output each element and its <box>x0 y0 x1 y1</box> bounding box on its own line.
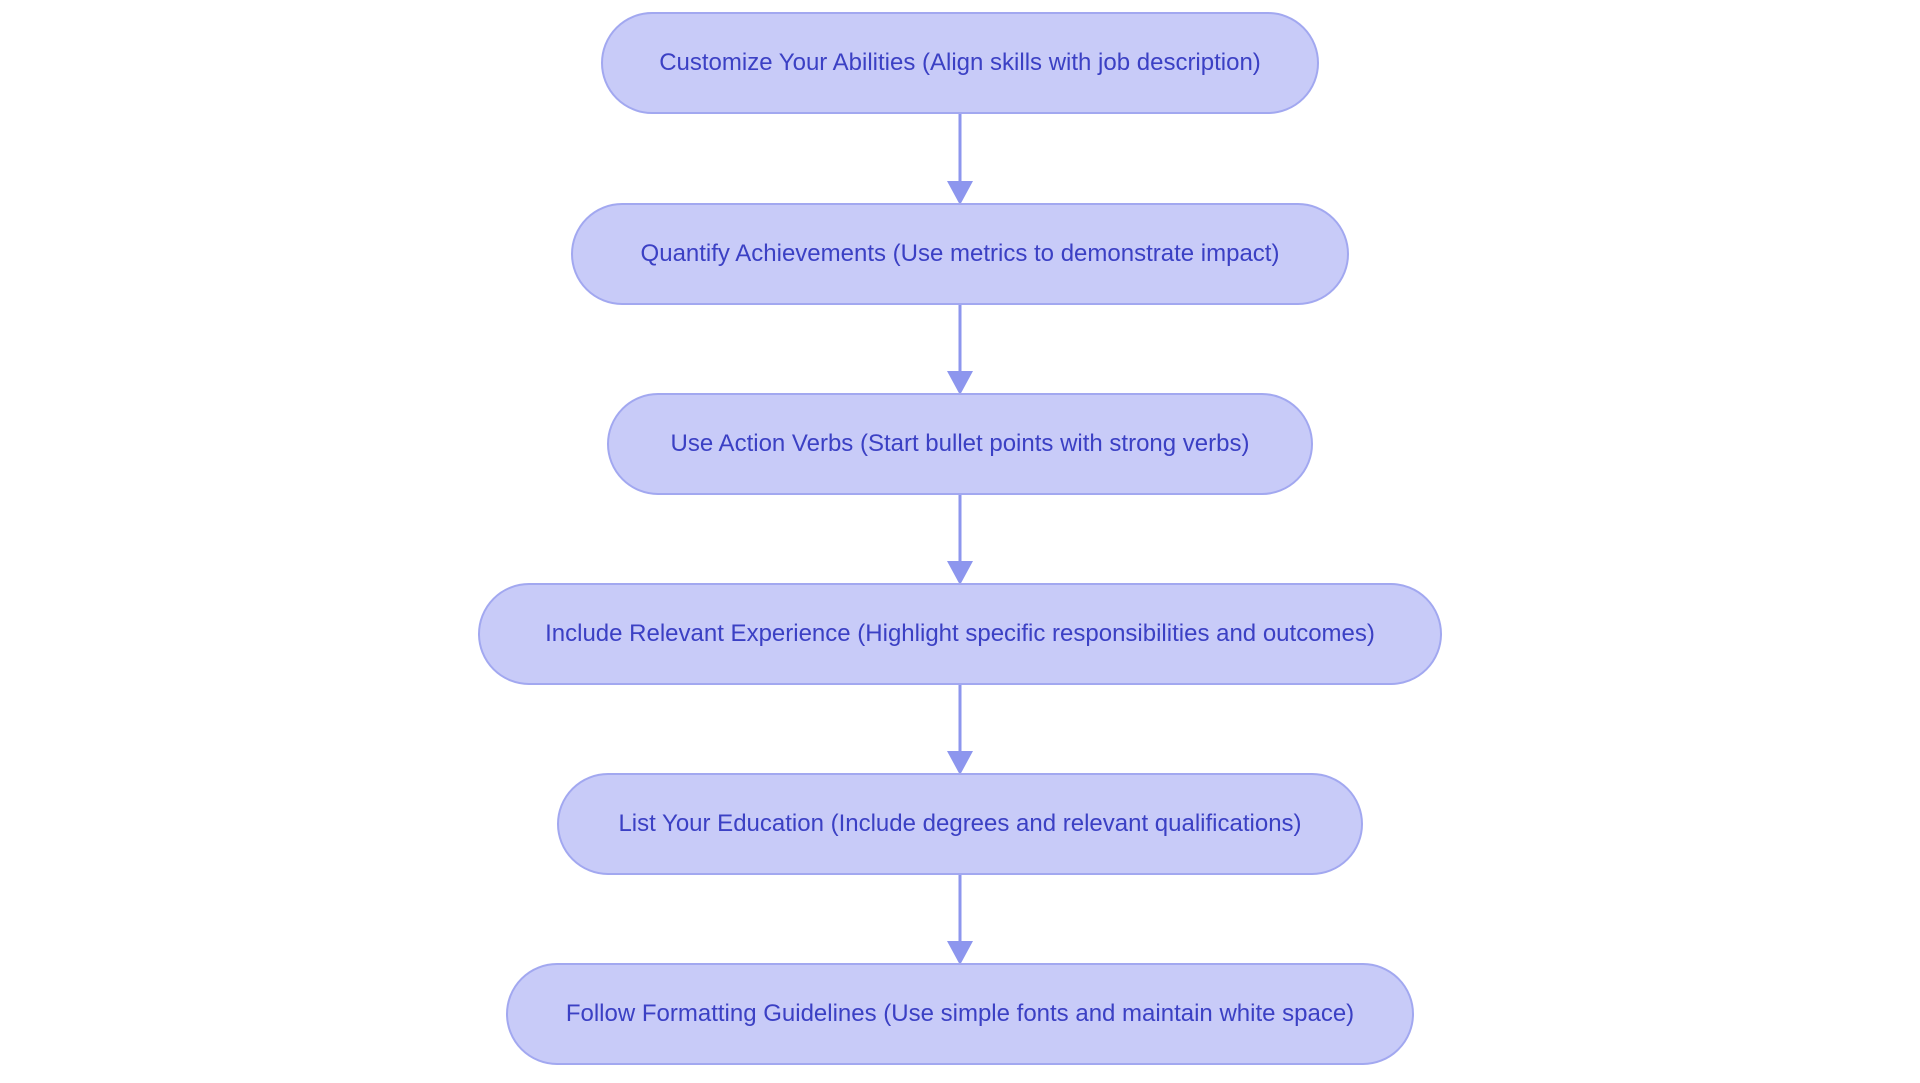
arrow-down-icon <box>947 561 973 585</box>
arrow-down-icon <box>947 181 973 205</box>
arrow-down-icon <box>947 371 973 395</box>
flow-node-label: Customize Your Abilities (Align skills w… <box>659 49 1261 76</box>
flow-node-list-your-education: List Your Education (Include degrees and… <box>557 773 1363 875</box>
flow-node-label: Include Relevant Experience (Highlight s… <box>545 620 1375 647</box>
flow-node-label: Quantify Achievements (Use metrics to de… <box>640 240 1280 267</box>
flow-arrow-5 <box>947 875 973 965</box>
flow-arrow-1 <box>947 114 973 205</box>
flow-node-customize-abilities: Customize Your Abilities (Align skills w… <box>601 12 1319 114</box>
flow-arrow-2 <box>947 305 973 395</box>
arrow-shaft <box>958 114 962 185</box>
arrow-shaft <box>958 305 962 375</box>
flow-node-quantify-achievements: Quantify Achievements (Use metrics to de… <box>571 203 1349 305</box>
arrow-down-icon <box>947 941 973 965</box>
flow-node-use-action-verbs: Use Action Verbs (Start bullet points wi… <box>607 393 1313 495</box>
flow-arrow-3 <box>947 495 973 585</box>
flow-node-label: Follow Formatting Guidelines (Use simple… <box>565 1000 1355 1027</box>
flow-arrow-4 <box>947 685 973 775</box>
arrow-shaft <box>958 495 962 565</box>
arrow-shaft <box>958 875 962 945</box>
flow-node-include-relevant-experience: Include Relevant Experience (Highlight s… <box>478 583 1442 685</box>
flow-node-label: List Your Education (Include degrees and… <box>618 810 1302 837</box>
arrow-shaft <box>958 685 962 755</box>
flow-node-label: Use Action Verbs (Start bullet points wi… <box>670 430 1250 457</box>
flow-node-follow-formatting-guidelines: Follow Formatting Guidelines (Use simple… <box>506 963 1414 1065</box>
arrow-down-icon <box>947 751 973 775</box>
